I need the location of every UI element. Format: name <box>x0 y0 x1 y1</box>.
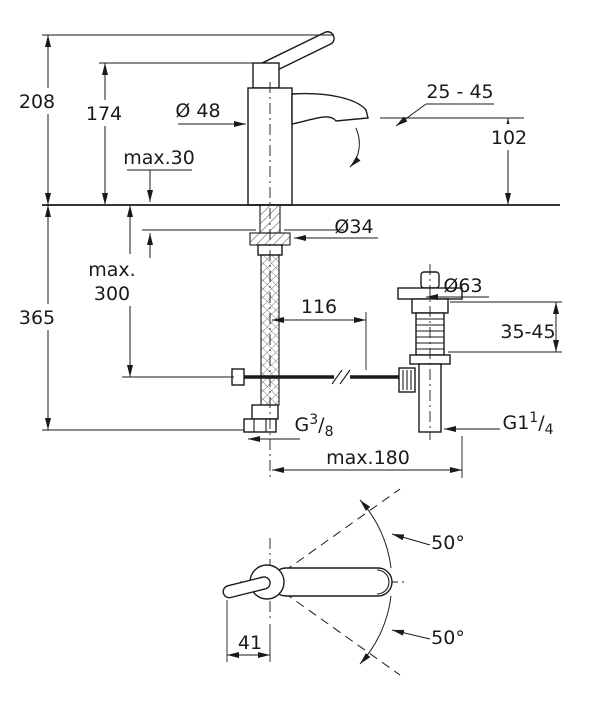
dim-label-116: 116 <box>301 296 337 318</box>
hose-nut <box>243 418 277 433</box>
label-bg-max300 <box>86 254 138 306</box>
dim-label-174: 174 <box>86 103 122 125</box>
dim-label-dia34: Ø34 <box>334 216 373 238</box>
swivel-arc-down <box>359 595 392 665</box>
dim-label-max300-line1: max. <box>88 259 135 281</box>
swivel-dash-down <box>271 583 401 676</box>
leader-2545 <box>395 103 427 127</box>
dim-label-2545: 25 - 45 <box>426 81 493 103</box>
dim-label-208: 208 <box>19 91 55 113</box>
spout-tip-arc <box>376 569 390 595</box>
faucet-cap <box>252 62 280 89</box>
dim-label-50-down: 50° <box>431 627 465 649</box>
leader-50-up <box>391 533 431 546</box>
leader-50-down <box>391 629 431 640</box>
dim-label-3545: 35-45 <box>500 321 555 343</box>
dim-label-dia48: Ø 48 <box>175 100 220 122</box>
dim-label-41: 41 <box>238 632 262 654</box>
dim-label-102: 102 <box>491 127 527 149</box>
stream-direction-arrow <box>349 127 361 168</box>
rod-clamp <box>398 367 416 393</box>
swivel-arc-up <box>359 499 392 569</box>
dim-label-dia63: Ø63 <box>443 275 482 297</box>
dim-label-g114: G11/4 <box>502 410 553 438</box>
label-bg-174 <box>84 100 124 126</box>
dim-label-max300-line2: 300 <box>94 283 130 305</box>
faucet-side-view <box>42 31 560 480</box>
faucet-top-view: 50° 50° 41 <box>222 488 465 676</box>
dim-label-max30: max.30 <box>123 147 195 169</box>
side-view-dimensions: 208 174 Ø 48 max.30 25 - 45 102 Ø34 max.… <box>18 34 562 478</box>
swivel-dash-up <box>271 488 401 581</box>
spout-top-view <box>271 567 393 597</box>
pull-rod <box>231 368 399 386</box>
dim-label-365: 365 <box>19 307 55 329</box>
dim-label-50-up: 50° <box>431 532 465 554</box>
faucet-spout <box>291 92 369 125</box>
label-bg-365 <box>18 304 58 330</box>
dim-label-max180: max.180 <box>326 447 410 469</box>
label-bg-208 <box>18 88 56 114</box>
hose-end-sleeve <box>251 404 279 420</box>
label-bg-102 <box>489 124 529 150</box>
dim-label-g38: G3/8 <box>295 412 334 440</box>
handle-top-view <box>222 576 271 599</box>
